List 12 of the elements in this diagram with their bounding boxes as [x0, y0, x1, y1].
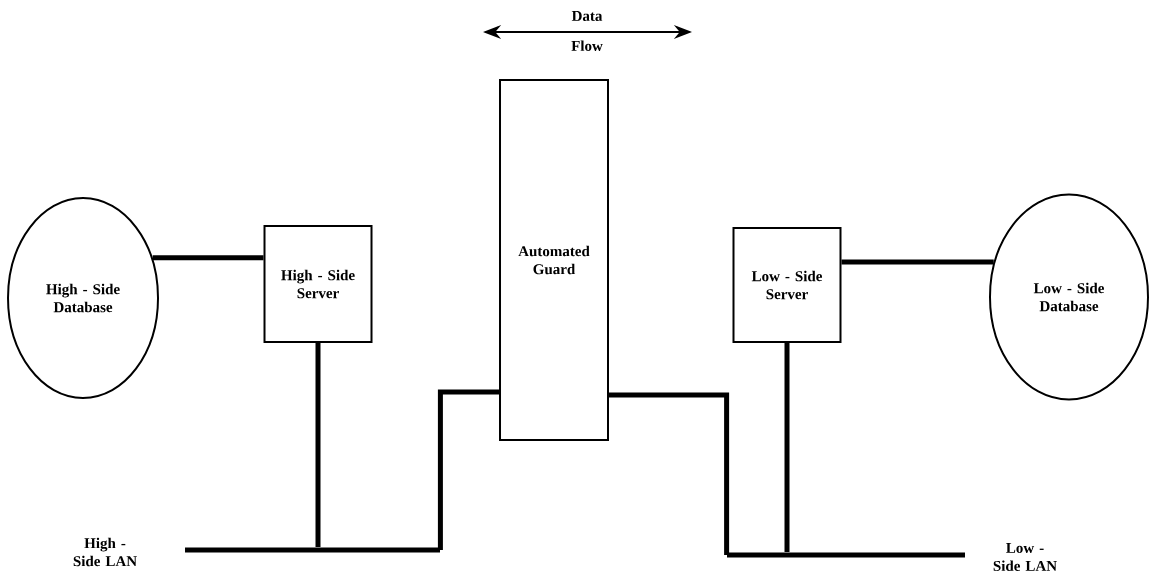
- connector-line: [315, 343, 321, 548]
- connector-line: [152, 255, 264, 261]
- connector-line: [841, 259, 994, 265]
- server-box: High - Side Server: [263, 225, 373, 343]
- server-box: Low - Side Server: [732, 227, 842, 343]
- lan-label: High - Side LAN: [73, 537, 137, 567]
- lan-label: Low - Side LAN: [993, 543, 1057, 571]
- connector-line: [784, 343, 790, 553]
- connector-line: [437, 389, 499, 550]
- flow-label: Data Flow: [571, 11, 603, 51]
- connector-line: [609, 392, 730, 555]
- guard-box: Automated Guard: [499, 79, 609, 441]
